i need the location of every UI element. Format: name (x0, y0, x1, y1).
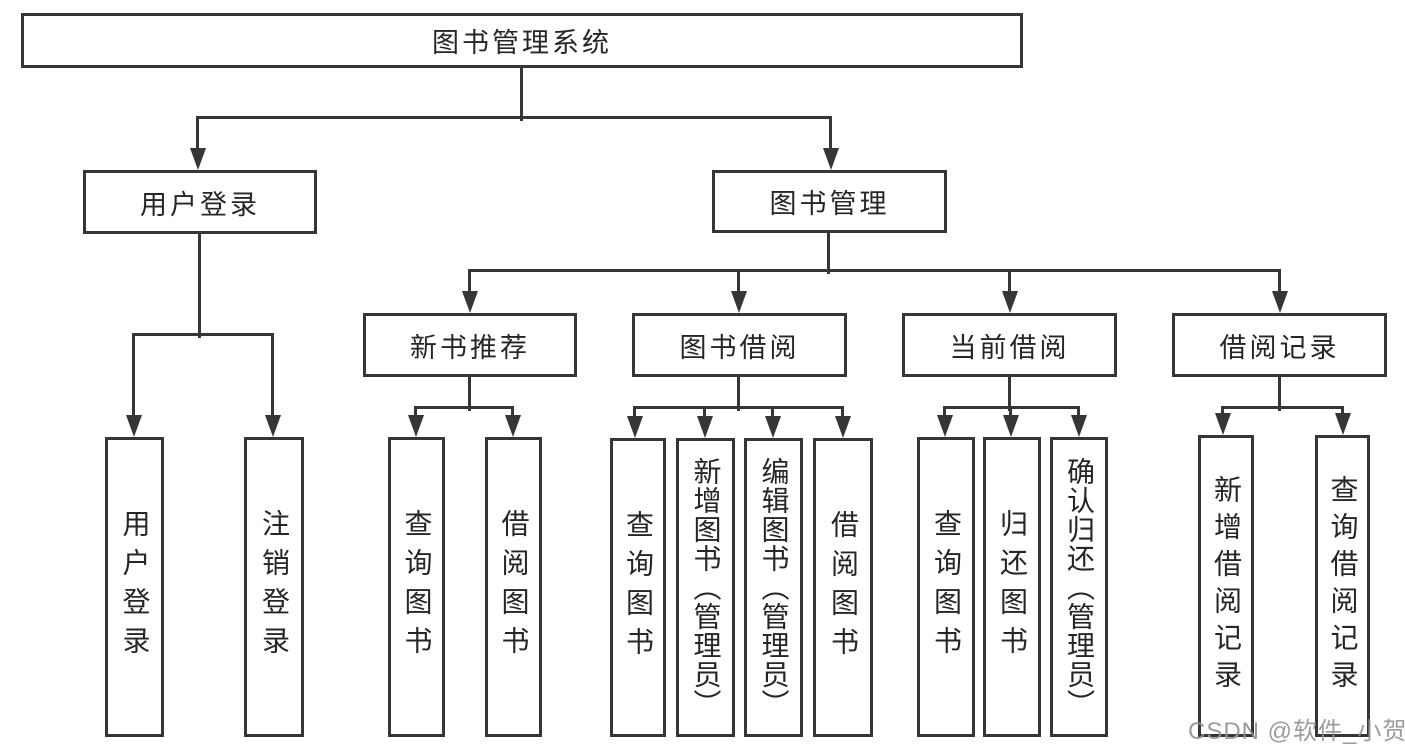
arrow-head-icon (1335, 413, 1351, 435)
arrow-head-icon (835, 416, 851, 438)
connector-line (520, 68, 523, 121)
arrow-stem (1278, 270, 1281, 298)
arrow-stem (132, 334, 135, 422)
arrow-stem (943, 407, 946, 422)
arrow-stem (414, 407, 417, 422)
arrow-head-icon (697, 416, 713, 438)
connector-line (132, 333, 274, 336)
connector-line (414, 406, 514, 409)
arrow-stem (771, 407, 774, 423)
connector-line (468, 377, 471, 411)
arrow-stem (468, 270, 471, 298)
node-leaf-bb-borrow: 借阅图书 (813, 438, 873, 737)
arrow-head-icon (731, 291, 747, 313)
arrow-head-icon (265, 415, 281, 437)
arrow-stem (1008, 270, 1011, 298)
arrow-head-icon (1272, 291, 1288, 313)
csdn-watermark: CSDN @软件_小贺同学 (1188, 718, 1405, 745)
arrow-head-icon (823, 148, 839, 170)
arrow-stem (737, 270, 740, 298)
arrow-head-icon (765, 416, 781, 438)
arrow-head-icon (1215, 413, 1231, 435)
node-leaf-nbr-borrow: 借阅图书 (485, 437, 542, 737)
connector-line (1221, 406, 1344, 409)
arrow-head-icon (1003, 415, 1019, 437)
connector-line (196, 116, 832, 119)
node-leaf-logout: 注销登录 (244, 437, 304, 737)
node-borrow-records: 借阅记录 (1172, 313, 1387, 377)
arrow-stem (271, 334, 274, 422)
arrow-head-icon (408, 415, 424, 437)
node-book-mgmt: 图书管理 (712, 170, 947, 233)
arrow-head-icon (462, 291, 478, 313)
node-leaf-bb-add: 新增图书（管理员） (676, 438, 735, 737)
connector-line (1008, 377, 1011, 411)
arrow-head-icon (627, 416, 643, 438)
connector-line (1278, 377, 1281, 411)
node-user-login: 用户登录 (83, 170, 317, 234)
node-leaf-br-query: 查询借阅记录 (1315, 435, 1370, 737)
node-leaf-bb-query: 查询图书 (610, 438, 666, 737)
arrow-head-icon (126, 415, 142, 437)
arrow-stem (1009, 407, 1012, 422)
node-leaf-cb-return: 归还图书 (983, 437, 1041, 737)
arrow-head-icon (1071, 415, 1087, 437)
arrow-head-icon (190, 148, 206, 170)
connector-line (468, 269, 1281, 272)
connector-line (737, 377, 740, 411)
node-leaf-nbr-query: 查询图书 (388, 437, 445, 737)
arrow-stem (703, 407, 706, 423)
arrow-stem (196, 117, 199, 155)
arrow-stem (841, 407, 844, 423)
node-current-borrow: 当前借阅 (902, 313, 1117, 377)
node-leaf-cb-confirm: 确认归还（管理员） (1050, 437, 1108, 737)
node-leaf-login: 用户登录 (105, 437, 164, 737)
connector-line (198, 234, 201, 338)
node-leaf-br-add: 新增借阅记录 (1198, 435, 1254, 737)
node-book-borrow: 图书借阅 (632, 313, 847, 377)
arrow-stem (511, 407, 514, 422)
arrow-stem (829, 117, 832, 155)
arrow-head-icon (937, 415, 953, 437)
arrow-stem (633, 407, 636, 423)
node-leaf-bb-edit: 编辑图书（管理员） (744, 438, 803, 737)
node-root: 图书管理系统 (21, 13, 1023, 68)
arrow-head-icon (505, 415, 521, 437)
connector-line (827, 233, 830, 274)
connector-line (633, 406, 844, 409)
node-leaf-cb-query: 查询图书 (917, 437, 975, 737)
arrow-stem (1077, 407, 1080, 422)
arrow-head-icon (1002, 291, 1018, 313)
node-new-book-rec: 新书推荐 (363, 313, 577, 377)
